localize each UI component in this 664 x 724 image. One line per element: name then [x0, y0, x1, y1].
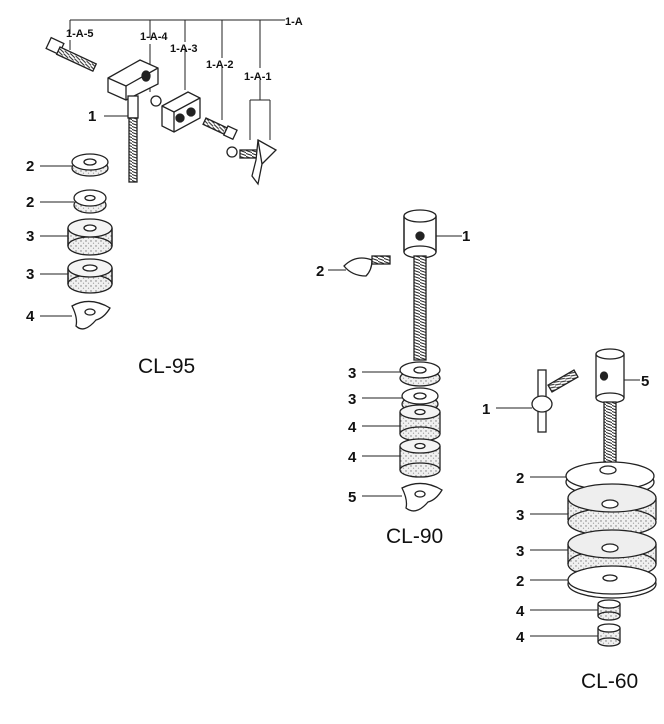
callout-1-a-2: 1-A-2 — [206, 59, 234, 71]
callout-1: 1 — [482, 401, 490, 418]
model-label-cl-90: CL-90 — [386, 525, 443, 548]
callout-2-top: 2 — [26, 158, 34, 175]
callout-2: 2 — [316, 263, 324, 280]
part-clamp-body — [107, 59, 159, 101]
callout-5: 5 — [641, 373, 649, 390]
callout-1-a-5: 1-A-5 — [66, 28, 94, 40]
part-5-three-lobe-knob — [401, 482, 443, 512]
callout-4-bottom: 4 — [348, 449, 357, 466]
part-5-top-cylinder — [595, 348, 625, 404]
callout-1-a-4: 1-A-4 — [140, 31, 168, 43]
callout-5: 5 — [348, 489, 356, 506]
assembly-cl-95: 1-A 1-A-5 1-A-4 1-A-3 1-A-2 1-A-1 1 — [26, 16, 303, 378]
callout-2-top: 2 — [516, 470, 524, 487]
model-label-cl-95: CL-95 — [138, 355, 195, 378]
part-threaded-rod — [413, 255, 427, 361]
part-3-knurled-nut-top — [399, 361, 441, 387]
callout-1-a-1: 1-A-1 — [244, 71, 272, 83]
part-1-t-screw — [531, 369, 579, 433]
callout-1-a: 1-A — [285, 16, 303, 28]
part-3-spacer-top — [567, 483, 657, 537]
callout-4: 4 — [26, 308, 35, 325]
part-1-a-3-block — [161, 91, 201, 133]
part-4-spacer-top — [399, 404, 441, 442]
part-1-a-5-bolt — [45, 36, 98, 73]
callout-4-bottom: 4 — [516, 629, 525, 646]
callout-3-top: 3 — [348, 365, 356, 382]
part-1-a-2-screw — [202, 117, 238, 141]
part-2-knurled-nut-top — [71, 153, 109, 177]
part-4-nut-bottom — [597, 623, 621, 647]
part-1-screw — [127, 95, 139, 183]
callout-tree-1-a — [69, 19, 285, 140]
part-4-nut-top — [597, 599, 621, 621]
part-2-knurled-nut-bottom — [73, 189, 107, 214]
callout-3-top: 3 — [26, 228, 34, 245]
callout-1: 1 — [88, 108, 96, 125]
callout-2-bottom: 2 — [26, 194, 34, 211]
callout-4-top: 4 — [516, 603, 525, 620]
part-3-spacer-top — [67, 218, 113, 256]
callout-1: 1 — [462, 228, 470, 245]
part-4-three-lobe-knob — [71, 300, 111, 330]
assembly-cl-60: 5 1 2 3 — [482, 348, 657, 693]
part-1-a-4-ring — [150, 95, 162, 107]
callout-3-bottom: 3 — [348, 391, 356, 408]
part-2-wing-screw — [343, 255, 391, 277]
part-threaded-rod — [603, 401, 617, 465]
part-4-spacer-bottom — [399, 438, 441, 478]
callout-2-bottom: 2 — [516, 573, 524, 590]
model-label-cl-60: CL-60 — [581, 670, 638, 693]
part-3-spacer-bottom — [67, 258, 113, 294]
callout-4-top: 4 — [348, 419, 357, 436]
callout-3-top: 3 — [516, 507, 524, 524]
part-2-washer-bottom — [567, 565, 657, 599]
callout-3-bottom: 3 — [516, 543, 524, 560]
assembly-cl-90: 1 2 3 3 — [316, 209, 470, 548]
callout-1-a-3: 1-A-3 — [170, 43, 198, 55]
part-1-a-1-wing-screw — [226, 138, 278, 186]
callout-3-bottom: 3 — [26, 266, 34, 283]
part-1-top-cylinder — [403, 209, 437, 259]
